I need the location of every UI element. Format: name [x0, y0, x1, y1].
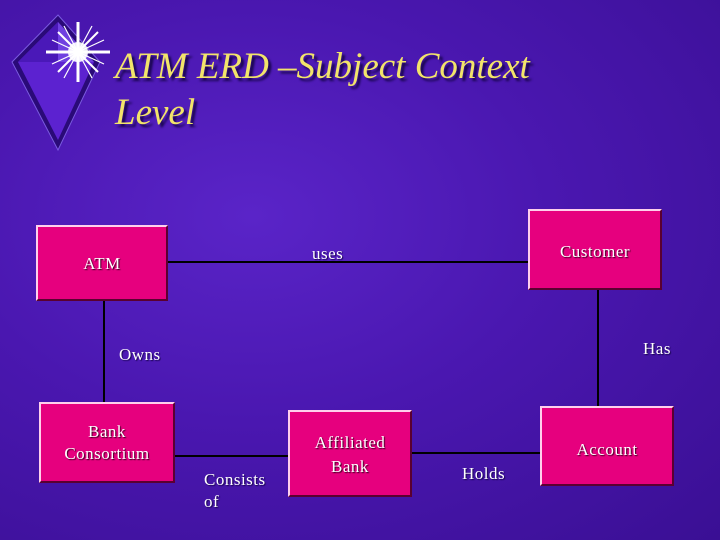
entity-atm: ATM	[36, 225, 168, 301]
rel-consists-of-label-1: Consists	[204, 469, 266, 491]
entity-bank-consortium-label-2: Consortium	[41, 444, 173, 463]
entity-affiliated-bank-label-2: Bank	[290, 457, 410, 476]
entity-account-label: Account	[542, 440, 672, 459]
rel-consists-of-label: Consists of	[204, 469, 266, 513]
rel-owns-label: Owns	[119, 344, 161, 366]
entity-atm-label: ATM	[38, 254, 166, 273]
entity-affiliated-bank-label-1: Affiliated	[290, 433, 410, 452]
entity-affiliated-bank: Affiliated Bank	[288, 410, 412, 497]
rel-consists-of-label-2: of	[204, 491, 266, 513]
entity-customer-label: Customer	[530, 242, 660, 261]
rel-holds-label: Holds	[462, 463, 505, 485]
rel-has-label: Has	[643, 338, 671, 360]
entity-customer: Customer	[528, 209, 662, 290]
rel-uses-label: uses	[312, 243, 343, 265]
entity-bank-consortium: Bank Consortium	[39, 402, 175, 483]
entity-account: Account	[540, 406, 674, 486]
entity-bank-consortium-label-1: Bank	[41, 422, 173, 441]
